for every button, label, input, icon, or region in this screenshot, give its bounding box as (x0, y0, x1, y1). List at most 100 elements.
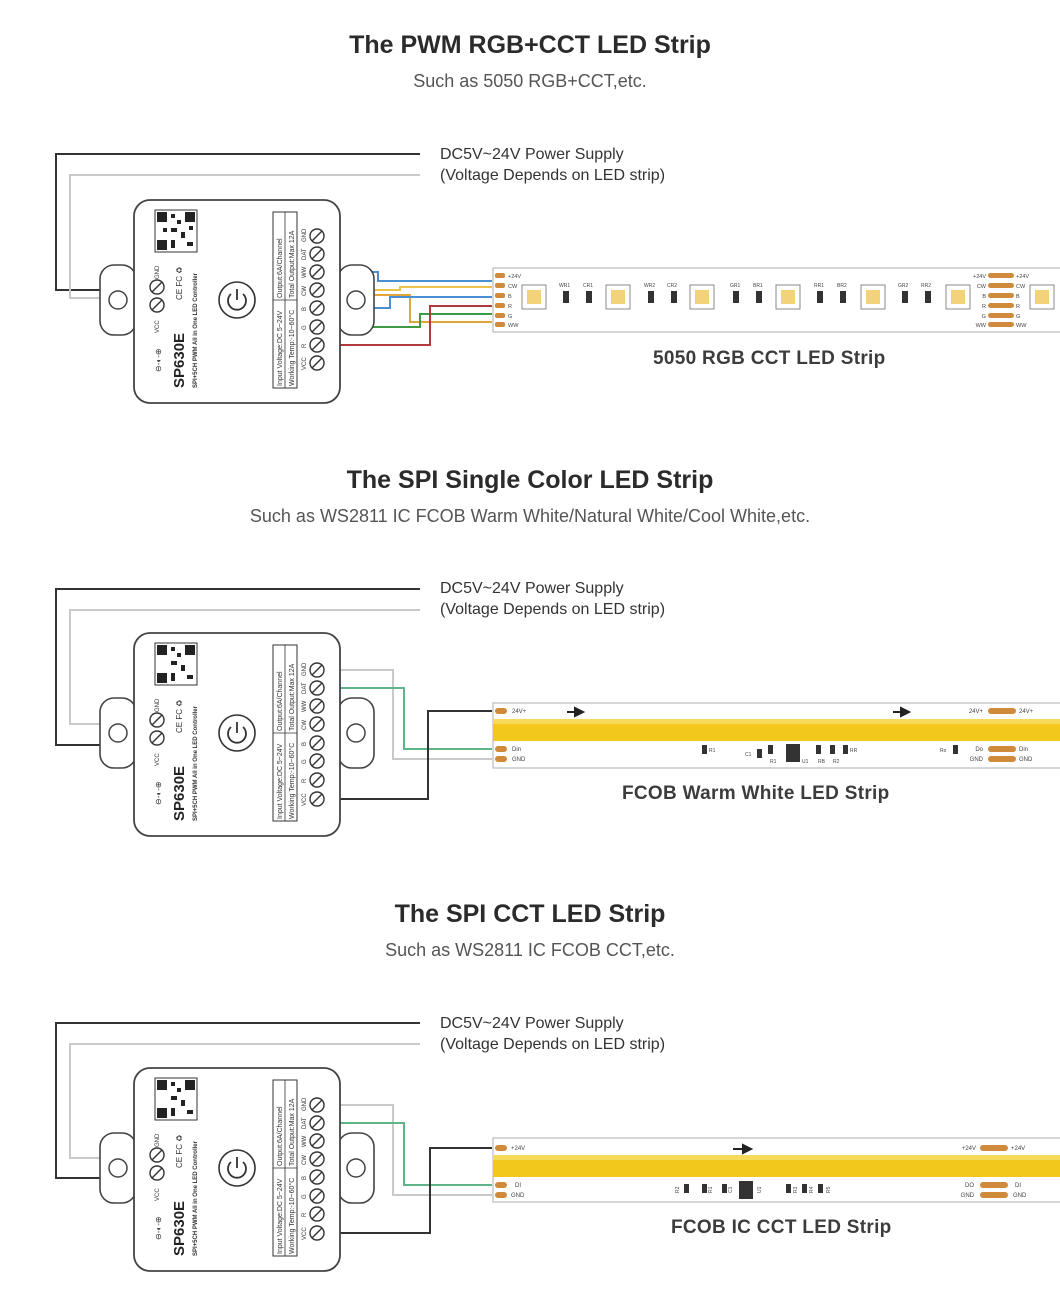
led-chip (775, 284, 801, 310)
power-supply-voltage: DC5V~24V Power Supply (440, 580, 624, 597)
section-2-strip-label: FCOB Warm White LED Strip (622, 783, 890, 804)
left-terminal-gnd: GND (155, 1133, 161, 1147)
section-2-title: The SPI Single Color LED Strip (346, 466, 714, 494)
svg-text:G: G (1016, 314, 1020, 320)
svg-text:CW: CW (977, 284, 987, 290)
wire-green-dat (320, 1122, 492, 1186)
qr-pattern (157, 645, 195, 683)
section-3-wiring-diagram: SP630E SPI+5CH PWM All in One LED Contro… (55, 1022, 1060, 1272)
strip-pads-left (495, 273, 505, 327)
fcob-cct-strip: +24V DI GND +24V DO GND +24V DI GND R2 R… (492, 1137, 1060, 1203)
left-terminals (149, 1147, 165, 1181)
spec-total-output: Total Output:Max 12A (289, 1098, 296, 1166)
spec-input-voltage: Input Voltage:DC 5~24V (277, 1178, 284, 1254)
spec-input-voltage: Input Voltage:DC 5~24V (277, 743, 284, 819)
wire-black-vcc (320, 710, 492, 800)
svg-text:24V+: 24V+ (512, 709, 527, 715)
strip-resistors (563, 291, 931, 303)
mount-hole-left (108, 290, 128, 310)
svg-text:U1: U1 (802, 759, 809, 765)
svg-text:CW: CW (302, 286, 308, 296)
left-terminal-gnd: GND (155, 265, 161, 279)
svg-text:B: B (302, 1176, 308, 1180)
strip-pin-labels-right: +24V DI GND (1011, 1146, 1027, 1199)
controller-model: SP630E (171, 333, 188, 388)
svg-text:BR2: BR2 (837, 283, 847, 289)
svg-text:R5: R5 (826, 1186, 832, 1193)
strip-component-labels: R1 C1 R1 U1 RB R2 RR Ro (709, 748, 947, 765)
svg-text:WW: WW (508, 323, 519, 329)
svg-text:VCC: VCC (302, 1227, 308, 1240)
svg-text:Din: Din (1019, 747, 1028, 753)
controller-model: SP630E (171, 766, 188, 821)
power-wire-positive (55, 588, 420, 746)
spec-working-temp: Working Temp:-10~60°C (288, 1178, 296, 1254)
spec-total-output: Total Output:Max 12A (289, 663, 296, 731)
svg-text:R: R (302, 343, 308, 348)
power-icon (227, 289, 247, 311)
spec-output: Output:6A/Channel (277, 671, 284, 731)
svg-text:CW: CW (302, 1155, 308, 1165)
section-1-subtitle: Such as 5050 RGB+CCT,etc. (413, 71, 647, 91)
power-icon (227, 1157, 247, 1179)
svg-text:CW: CW (508, 284, 518, 290)
power-supply-voltage: DC5V~24V Power Supply (440, 1015, 624, 1032)
strip-resistor-labels: WR1 CR1 WR2 CR2 GR1 BR1 RR1 BR2 GR2 RR2 (559, 283, 931, 289)
svg-text:CR2: CR2 (667, 283, 677, 289)
left-terminal-gnd: GND (155, 698, 161, 712)
left-terminal-vcc: VCC (155, 753, 161, 766)
svg-text:Din: Din (512, 747, 521, 753)
svg-text:R: R (1016, 304, 1020, 310)
controller-description: SPI+5CH PWM All in One LED Controller (193, 1140, 199, 1256)
section-2-subtitle: Such as WS2811 IC FCOB Warm White/Natura… (249, 506, 811, 526)
svg-text:G: G (302, 325, 308, 330)
rgbcct-strip: +24V CW B R G WW WR1 CR1 WR2 CR2 GR1 (492, 267, 1060, 333)
svg-text:GND: GND (970, 757, 984, 763)
section-1-title: The PWM RGB+CCT LED Strip (349, 31, 711, 59)
strip-pads (495, 1145, 1008, 1198)
fcob-single-strip: 24V+ Din GND 24V+ Do GND 24V+ Din GND R1… (492, 702, 1060, 769)
svg-text:WW: WW (1016, 323, 1027, 329)
wire-black-vcc (320, 1147, 492, 1234)
strip-pin-labels-left: +24V CW B R G WW (508, 274, 521, 329)
power-wire-negative (69, 1043, 420, 1159)
strip-pin-labels-right: +24V CW B R G WW (1016, 274, 1029, 329)
svg-text:24V+: 24V+ (1019, 709, 1034, 715)
strip-pads (495, 708, 1016, 762)
fcob-highlight (493, 719, 1060, 724)
svg-text:24V+: 24V+ (969, 709, 984, 715)
svg-text:GND: GND (1019, 757, 1033, 763)
svg-text:RR2: RR2 (921, 283, 931, 289)
spec-input-voltage: Input Voltage:DC 5~24V (277, 310, 284, 386)
svg-text:DI: DI (1015, 1183, 1021, 1189)
power-supply-note: (Voltage Depends on LED strip) (440, 1036, 666, 1053)
svg-text:Ro: Ro (940, 748, 947, 754)
dc-jack-symbol: ⊖-◐-⊕ (154, 781, 163, 805)
svg-text:+24V: +24V (962, 1146, 976, 1152)
svg-text:R3: R3 (793, 1186, 799, 1193)
section-1-strip-label: 5050 RGB CCT LED Strip (653, 348, 886, 369)
section-1-power-supply-label: DC5V~24V Power Supply (Voltage Depends o… (440, 144, 665, 186)
svg-text:VCC: VCC (302, 793, 308, 806)
section-3-power-supply-label: DC5V~24V Power Supply (Voltage Depends o… (440, 1013, 665, 1055)
controller-box: SP630E SPI+5CH PWM All in One LED Contro… (99, 1067, 375, 1272)
fcob-light-band (493, 719, 1060, 741)
svg-text:CW: CW (1016, 284, 1026, 290)
svg-text:G: G (302, 1194, 308, 1199)
strip-pin-labels-left: 24V+ Din GND (512, 709, 527, 763)
controller-box: SP630E SPI+5CH PWM All in One LED Contro… (99, 632, 375, 837)
svg-text:BR1: BR1 (753, 283, 763, 289)
strip-pin-labels-right-inner: +24V CW B R G WW (973, 274, 987, 329)
svg-text:GND: GND (302, 1097, 308, 1111)
svg-text:GND: GND (961, 1193, 975, 1199)
svg-text:G: G (982, 314, 986, 320)
svg-text:CR1: CR1 (583, 283, 593, 289)
direction-arrow-icon (567, 706, 586, 718)
led-chip (521, 284, 547, 310)
svg-text:C1: C1 (728, 1186, 734, 1193)
svg-text:WW: WW (302, 266, 308, 278)
strip-leds (521, 284, 1055, 310)
spec-output: Output:6A/Channel (277, 238, 284, 298)
section-3-subtitle: Such as WS2811 IC FCOB CCT,etc. (385, 940, 675, 960)
svg-text:VCC: VCC (302, 357, 308, 370)
